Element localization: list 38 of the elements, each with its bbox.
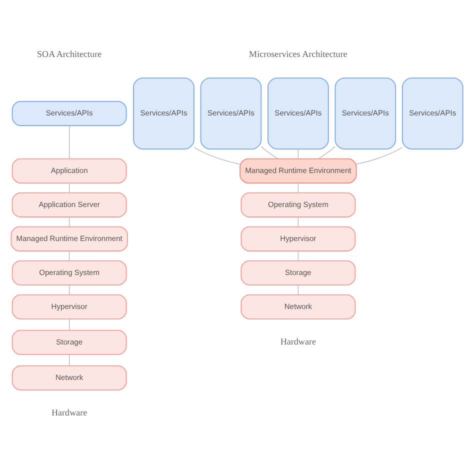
node-box: Services/APIs [200, 77, 262, 149]
connector [298, 182, 299, 193]
connector [298, 284, 299, 295]
connector [68, 318, 70, 330]
connector [298, 148, 299, 159]
node-box: Services/APIs [334, 77, 396, 149]
node-box: Network [240, 294, 356, 319]
connector [68, 124, 70, 159]
connector [356, 146, 403, 164]
node-box: Services/APIs [402, 77, 464, 149]
node-box: Managed Runtime Environment [240, 158, 357, 183]
node-box: Services/APIs [133, 77, 194, 149]
label: Hardware [280, 336, 316, 346]
node-box: Services/APIs [268, 77, 329, 149]
node-box: Services/APIs [12, 100, 127, 126]
connector [68, 284, 70, 295]
connector [68, 250, 70, 261]
label: Hardware [51, 407, 88, 418]
connector [318, 146, 336, 159]
connector [68, 182, 70, 193]
node-box: Storage [240, 260, 356, 285]
node-box: Hypervisor [12, 294, 127, 319]
connector [298, 250, 299, 261]
node-box: Operating System [240, 192, 356, 217]
node-box: Network [12, 364, 127, 390]
node-box: Application Server [12, 192, 127, 217]
node-box: Hypervisor [240, 226, 356, 251]
connector [68, 216, 70, 227]
connector [194, 146, 240, 164]
connector [68, 354, 70, 366]
node-box: Application [12, 158, 127, 183]
connector [298, 216, 299, 227]
label: Microservices Architecture [249, 48, 348, 58]
connector [260, 146, 278, 159]
node-box: Managed Runtime Environment [10, 226, 128, 251]
label: SOA Architecture [37, 48, 102, 58]
node-box: Operating System [12, 260, 127, 285]
node-box: Storage [12, 329, 127, 354]
